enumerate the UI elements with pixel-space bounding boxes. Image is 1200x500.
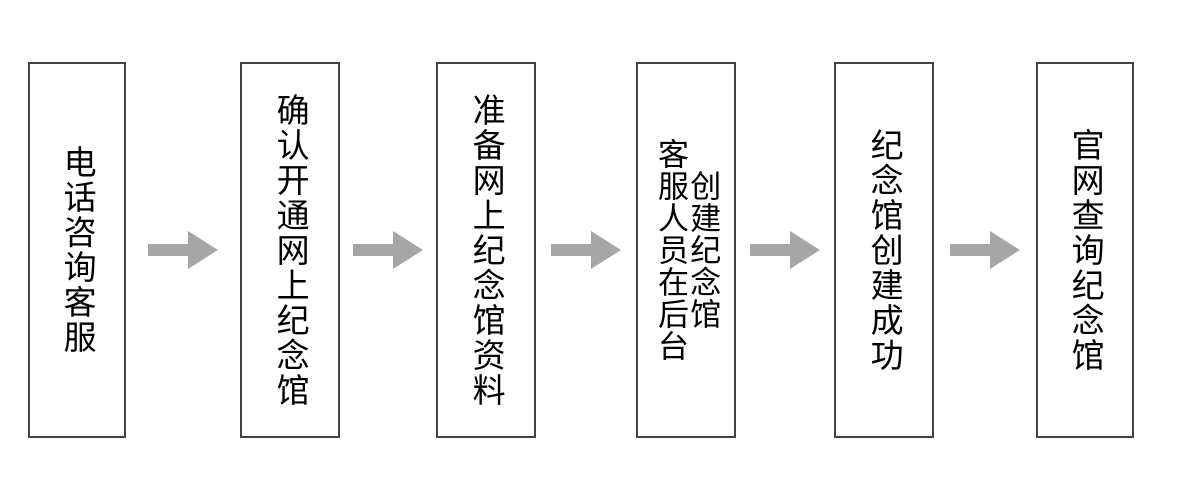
right-block-arrow-icon-1 — [148, 231, 218, 269]
right-block-arrow-icon-5 — [950, 231, 1020, 269]
connector-3-container — [536, 62, 636, 438]
connector-1-container — [126, 62, 240, 438]
step-label-6: 官网查询纪念馆 — [1066, 127, 1106, 373]
step-label-2: 确认开通网上纪念馆 — [271, 92, 311, 408]
flow-step-staff-create-memorial-backend[interactable]: 创建纪念馆 客服人员在后台 — [636, 62, 736, 438]
step-label-3: 准备网上纪念馆资料 — [467, 92, 507, 408]
flow-step-confirm-open-online-memorial[interactable]: 确认开通网上纪念馆 — [240, 62, 340, 438]
flow-step-prepare-memorial-materials[interactable]: 准备网上纪念馆资料 — [436, 62, 536, 438]
flow-step-phone-consult-support[interactable]: 电话咨询客服 — [28, 62, 126, 438]
flow-step-memorial-created-successfully[interactable]: 纪念馆创建成功 — [834, 62, 934, 438]
step-label-1: 电话咨询客服 — [58, 145, 98, 355]
right-block-arrow-icon-2 — [353, 231, 423, 269]
connector-4-container — [736, 62, 834, 438]
flow-step-query-memorial-on-official-site[interactable]: 官网查询纪念馆 — [1036, 62, 1134, 438]
connector-5-container — [934, 62, 1036, 438]
right-block-arrow-icon-4 — [750, 231, 820, 269]
right-block-arrow-icon-3 — [551, 231, 621, 269]
step-label-4-col-1: 创建纪念馆 — [684, 170, 721, 330]
step-label-4-col-2: 客服人员在后台 — [652, 138, 688, 362]
connector-2-container — [340, 62, 436, 438]
step-label-5: 纪念馆创建成功 — [865, 127, 905, 373]
